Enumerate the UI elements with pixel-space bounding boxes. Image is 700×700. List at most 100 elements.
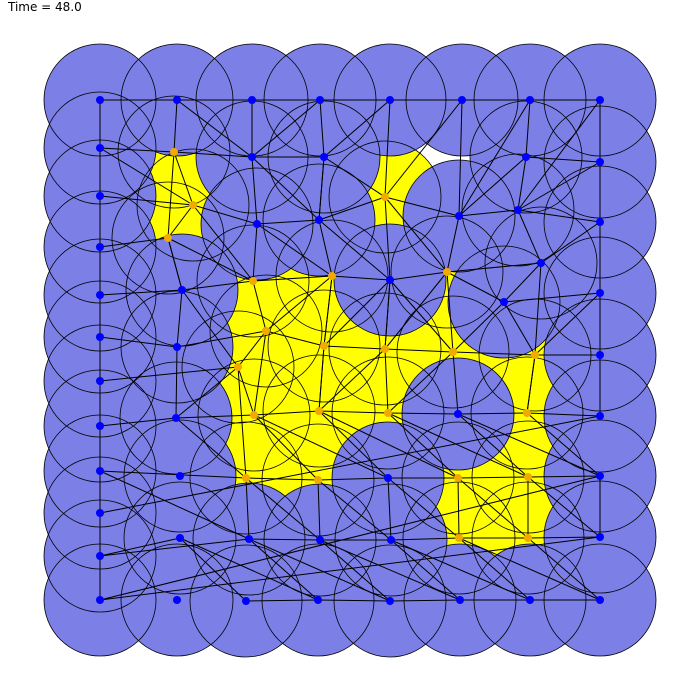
sensing-circle	[181, 310, 295, 424]
sensor-node-blue	[253, 220, 261, 228]
network-edge	[176, 289, 183, 348]
sensing-circle	[333, 223, 447, 337]
network-edge	[99, 537, 181, 557]
network-edge	[384, 348, 454, 353]
network-edge	[175, 366, 239, 419]
network-edge	[245, 599, 319, 602]
sensor-node-orange	[262, 327, 270, 335]
sensor-node-blue	[172, 414, 180, 422]
network-edge	[317, 599, 391, 602]
network-edge	[503, 292, 601, 303]
sensor-node-blue	[500, 298, 508, 306]
network-edge	[319, 539, 461, 601]
sensor-node-blue	[245, 535, 253, 543]
network-edge	[99, 470, 250, 540]
sensor-node-blue	[320, 153, 328, 161]
sensor-node-blue	[596, 472, 604, 480]
network-edge	[457, 413, 529, 478]
network-edge	[175, 417, 247, 479]
network-edge	[181, 289, 239, 368]
sensing-circle	[401, 357, 515, 471]
sensing-circle	[484, 206, 598, 320]
network-edge	[167, 237, 183, 291]
sensing-circle	[197, 358, 311, 472]
network-edge	[173, 151, 194, 206]
network-edge	[503, 262, 542, 303]
network-edge	[237, 330, 267, 368]
sensor-node-blue	[178, 286, 186, 294]
sensor-node-orange	[242, 474, 250, 482]
network-edge	[457, 477, 529, 539]
sensing-circle	[461, 153, 575, 267]
sensing-circle	[333, 544, 447, 658]
sensor-node-orange	[524, 534, 532, 542]
sensor-node-blue	[96, 291, 104, 299]
network-edge	[192, 204, 258, 225]
sensor-node-blue	[96, 333, 104, 341]
sensor-node-orange	[531, 351, 539, 359]
network-edge	[387, 477, 392, 541]
sensor-node-orange	[249, 277, 257, 285]
sensing-circle	[120, 290, 234, 404]
network-edge	[318, 219, 333, 277]
sensor-node-blue	[596, 412, 604, 420]
sensing-circle	[262, 354, 376, 468]
network-edge	[265, 330, 325, 347]
network-edge	[384, 99, 463, 198]
network-edge	[99, 147, 175, 153]
network-edge	[526, 412, 601, 417]
network-edge	[251, 156, 320, 221]
network-edge	[167, 204, 194, 239]
sensing-circle	[192, 482, 306, 596]
network-edge	[387, 412, 459, 415]
network-edge	[323, 345, 386, 350]
sensor-node-orange	[449, 348, 457, 356]
network-edge	[318, 410, 389, 479]
network-edge	[252, 280, 267, 332]
sensor-node-blue	[386, 96, 394, 104]
sensor-node-orange	[189, 201, 197, 209]
network-edge	[525, 156, 601, 163]
sensor-node-orange	[234, 363, 242, 371]
network-edge	[517, 161, 601, 211]
sensor-node-blue	[386, 276, 394, 284]
sensor-node-blue	[96, 422, 104, 430]
sensor-node-orange	[454, 474, 462, 482]
network-edge	[384, 271, 448, 350]
sensor-node-blue	[173, 96, 181, 104]
network-edge	[387, 477, 460, 539]
sensor-node-orange	[455, 534, 463, 542]
network-edge	[387, 351, 454, 414]
sensor-node-orange	[524, 473, 532, 481]
sensor-node-blue	[96, 552, 104, 560]
network-edge	[384, 279, 391, 350]
sensing-circle	[200, 167, 314, 281]
network-edge	[317, 479, 392, 541]
network-edge	[526, 354, 536, 414]
network-edge	[452, 351, 459, 415]
sensor-node-blue	[173, 343, 181, 351]
sensing-circle	[396, 295, 510, 409]
network-edge	[534, 292, 601, 356]
network-edge	[527, 475, 601, 478]
network-edge	[245, 477, 250, 540]
network-edge	[534, 262, 542, 356]
sensor-node-blue	[96, 96, 104, 104]
sensing-circle	[189, 544, 303, 658]
sensor-node-blue	[458, 96, 466, 104]
sensor-node-blue	[596, 218, 604, 226]
sensing-circle	[261, 543, 375, 657]
network-edge	[99, 470, 247, 479]
network-edge	[251, 156, 258, 225]
network-edge	[452, 301, 505, 353]
network-edge	[251, 99, 321, 158]
network-edge	[458, 99, 463, 217]
network-edge	[387, 412, 459, 479]
sensing-circle	[447, 245, 561, 359]
network-edge	[318, 410, 459, 479]
network-edge	[387, 412, 529, 478]
sensor-node-blue	[96, 243, 104, 251]
sensor-node-blue	[456, 596, 464, 604]
network-edge	[323, 156, 386, 198]
